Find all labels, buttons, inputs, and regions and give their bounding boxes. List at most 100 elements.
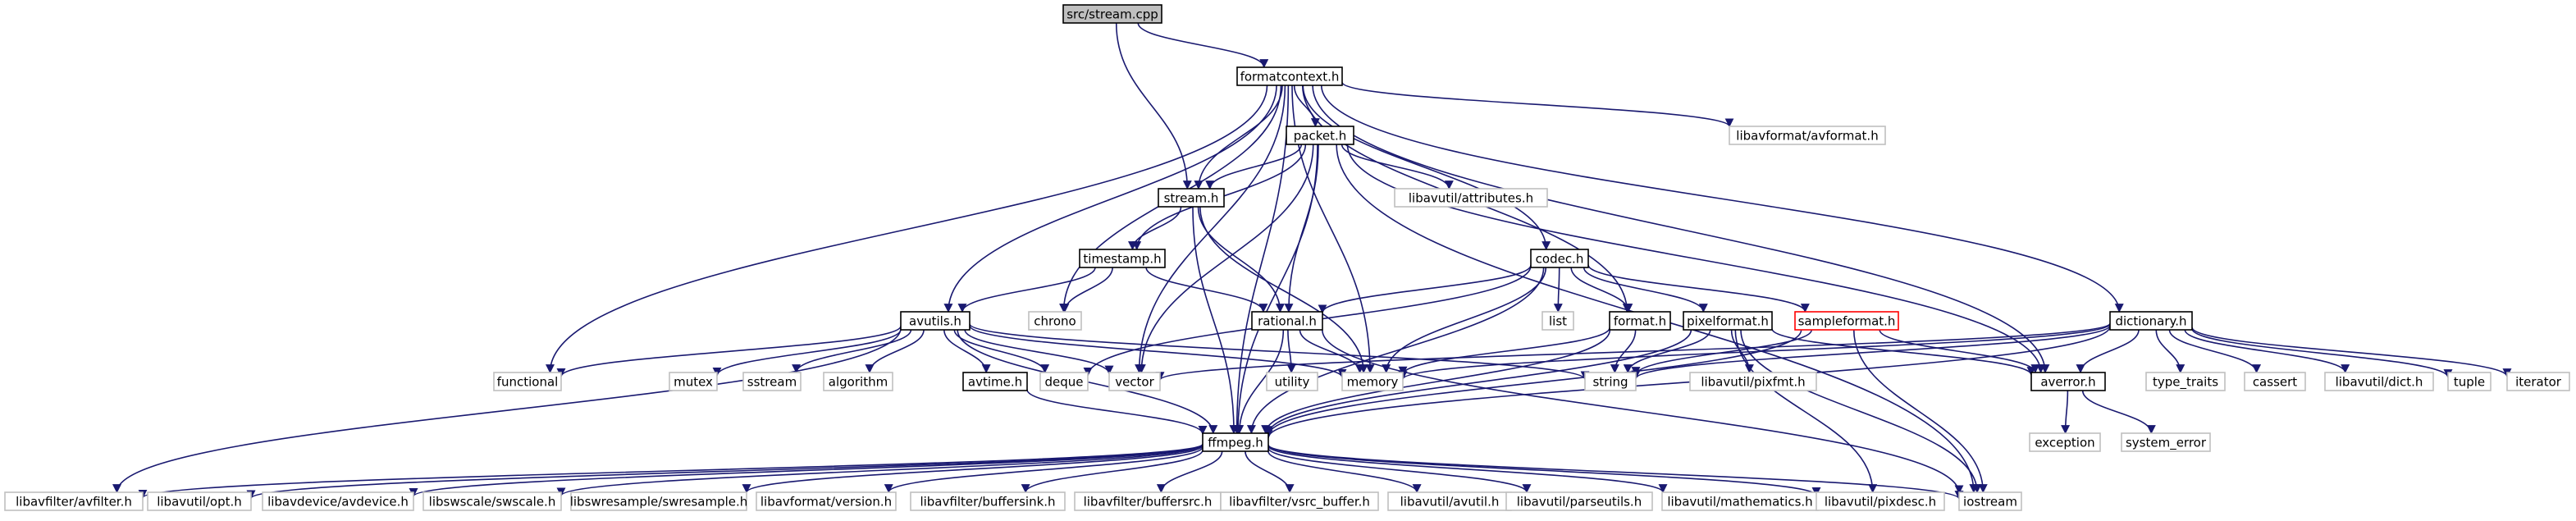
node-label: iostream: [1963, 495, 2017, 510]
node-pixelformat-h[interactable]: pixelformat.h: [1683, 311, 1773, 331]
edge-packet_h-to-rational_h: [1284, 144, 1319, 313]
node-box[interactable]: [1609, 311, 1671, 331]
edge-ffmpeg_h-to-swscale_h: [556, 444, 1204, 497]
node-box[interactable]: [962, 372, 1028, 391]
node-box: [1584, 372, 1637, 391]
edge-formatcontext_h-to-dictionary_h: [1320, 85, 2124, 313]
node-utility: utility: [1266, 372, 1318, 391]
edge-avutils_h-to-avtime_h: [943, 329, 991, 374]
node-buffersink-h: libavfilter/buffersink.h: [910, 491, 1066, 511]
node-timestamp-h[interactable]: timestamp.h: [1079, 249, 1166, 268]
node-averror-h[interactable]: averror.h: [2030, 372, 2106, 391]
node-box[interactable]: [1236, 66, 1343, 86]
edge-rational_h-to-ffmpeg_h: [1235, 329, 1285, 435]
node-stream-h[interactable]: stream.h: [1158, 188, 1225, 208]
edge-sampleformat_h-to-iostream: [1852, 329, 1988, 494]
node-label: libavutil/opt.h: [157, 495, 242, 510]
node-label: libavutil/dict.h: [2336, 375, 2423, 390]
node-label: rational.h: [1258, 314, 1317, 329]
node-format-h[interactable]: format.h: [1609, 311, 1671, 331]
edge-averror_h-to-exception: [2061, 390, 2071, 435]
node-label: libavutil/pixdesc.h: [1825, 495, 1936, 510]
edge-averror_h-to-system_error: [2081, 390, 2156, 435]
node-dictionary-h[interactable]: dictionary.h: [2109, 311, 2193, 331]
node-box[interactable]: [1683, 311, 1773, 331]
node-label: mutex: [674, 375, 713, 390]
node-label: formatcontext.h: [1240, 70, 1340, 85]
edge-avutils_h-to-functional: [556, 325, 902, 377]
node-label: type_traits: [2153, 375, 2218, 391]
node-avtime-h[interactable]: avtime.h: [962, 372, 1028, 391]
node-sampleformat-h[interactable]: sampleformat.h: [1794, 311, 1899, 331]
node-box: [1505, 491, 1653, 511]
node-label: libavfilter/avfilter.h: [16, 495, 132, 510]
node-list: list: [1541, 311, 1574, 331]
node-iostream: iostream: [1958, 491, 2022, 511]
node-label: libswscale/swscale.h: [429, 495, 556, 510]
edge-formatcontext_h-to-stream_h: [1194, 85, 1283, 190]
node-ffmpeg-h[interactable]: ffmpeg.h: [1202, 432, 1269, 452]
edge-packet_h-to-attributes_h: [1341, 144, 1454, 190]
edge-dictionary_h-to-type_traits: [2155, 329, 2185, 374]
node-label: functional: [497, 375, 559, 390]
node-label: algorithm: [829, 375, 888, 390]
node-box: [823, 372, 893, 391]
node-label: libswresample/swresample.h: [570, 495, 748, 510]
node-label: utility: [1275, 375, 1310, 390]
edge-stream_h-to-memory: [1199, 206, 1368, 374]
edge-dictionary_h-to-memory: [1398, 323, 2111, 381]
edge-ffmpeg_h-to-iostream: [1267, 444, 1964, 500]
node-label: exception: [2035, 436, 2094, 450]
node-rational-h[interactable]: rational.h: [1251, 311, 1323, 331]
edge-pixelformat_h-to-averror_h: [1771, 328, 2036, 377]
node-box: [1816, 491, 1945, 511]
node-opt-h: libavutil/opt.h: [147, 491, 252, 511]
node-avutils-h[interactable]: avutils.h: [900, 311, 971, 331]
node-box[interactable]: [1794, 311, 1899, 331]
edge-sampleformat_h-to-ffmpeg_h: [1263, 329, 1802, 437]
node-formatcontext-h[interactable]: formatcontext.h: [1236, 66, 1343, 86]
edge-ffmpeg_h-to-version_h: [884, 446, 1204, 494]
node-box[interactable]: [1530, 249, 1589, 268]
node-label: libavformat/version.h: [760, 495, 892, 510]
node-buffersrc-h: libavfilter/buffersrc.h: [1074, 491, 1222, 511]
nodes-layer: src/stream.cpp formatcontext.h functional p…: [4, 4, 2570, 511]
edge-avutils_h-to-vector: [964, 329, 1114, 375]
node-label: iterator: [2515, 375, 2562, 390]
node-label: stream.h: [1164, 191, 1219, 206]
edge-pixelformat_h-to-string: [1623, 329, 1711, 374]
node-label: string: [1592, 375, 1628, 390]
node-box[interactable]: [2030, 372, 2106, 391]
edge-ffmpeg_h-to-swresample_h: [742, 445, 1204, 494]
node-box[interactable]: [900, 311, 971, 331]
node-box[interactable]: [1079, 249, 1166, 268]
node-box: [1394, 188, 1548, 208]
edge-pixelformat_h-to-ffmpeg_h: [1263, 329, 1692, 436]
node-box[interactable]: [1158, 188, 1225, 208]
edge-ffmpeg_h-to-opt_h: [246, 443, 1204, 500]
edge-formatcontext_h-to-codec_h: [1302, 85, 1551, 251]
node-codec-h[interactable]: codec.h: [1530, 249, 1589, 268]
node-label: avutils.h: [909, 314, 961, 329]
node-stream-cpp: src/stream.cpp: [1062, 4, 1162, 24]
node-label: libavutil/attributes.h: [1409, 191, 1533, 206]
node-label: chrono: [1034, 314, 1076, 329]
node-box[interactable]: [1286, 126, 1354, 145]
node-packet-h[interactable]: packet.h: [1286, 126, 1354, 145]
edge-ffmpeg_h-to-buffersrc_h: [1156, 450, 1223, 494]
node-box[interactable]: [2109, 311, 2193, 331]
node-label: packet.h: [1294, 129, 1347, 144]
edge-ffmpeg_h-to-avutil_h: [1267, 450, 1422, 494]
node-box[interactable]: [1251, 311, 1323, 331]
node-tuple: tuple: [2447, 372, 2492, 391]
node-label: vector: [1115, 375, 1154, 390]
node-box[interactable]: [1202, 432, 1269, 452]
node-box: [2506, 372, 2570, 391]
edge-avutils_h-to-string: [969, 323, 1590, 381]
node-label: codec.h: [1536, 252, 1584, 267]
node-box: [147, 491, 252, 511]
edge-formatcontext_h-to-averror_h: [1312, 85, 2050, 374]
node-box: [493, 372, 562, 391]
node-vector: vector: [1108, 372, 1161, 391]
node-swscale-h: libswscale/swscale.h: [422, 491, 562, 511]
